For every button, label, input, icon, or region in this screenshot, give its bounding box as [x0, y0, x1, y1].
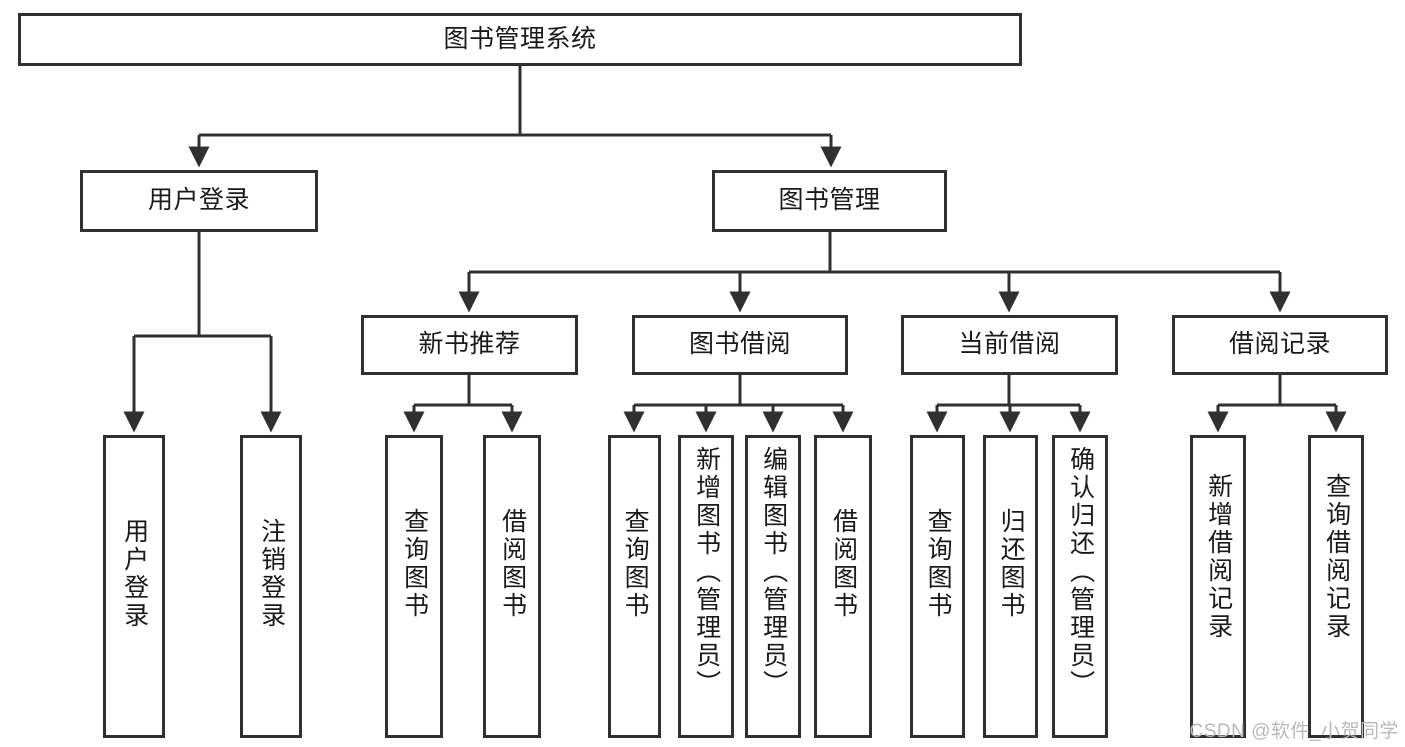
node-leaf-query-book-3-label: 查询图书	[924, 508, 953, 620]
node-leaf-return-book-label: 归还图书	[997, 508, 1026, 620]
csdn-watermark: CSDN @软件_小贺同学	[1189, 721, 1399, 742]
node-new-book-recommend[interactable]: 新书推荐	[361, 315, 578, 375]
node-leaf-query-borrow-record[interactable]: 查询借阅记录	[1308, 435, 1364, 738]
node-current-borrow-label: 当前借阅	[958, 330, 1061, 359]
node-current-borrow[interactable]: 当前借阅	[901, 315, 1118, 375]
node-leaf-query-book-3[interactable]: 查询图书	[910, 435, 965, 738]
node-leaf-query-book-1-label: 查询图书	[400, 508, 429, 620]
node-user-login-label: 用户登录	[147, 186, 250, 215]
node-book-borrow[interactable]: 图书借阅	[632, 315, 848, 375]
node-root-label: 图书管理系统	[443, 24, 597, 53]
node-leaf-borrow-book-1[interactable]: 借阅图书	[483, 435, 541, 738]
node-leaf-logout-login-label: 注销登录	[257, 518, 286, 630]
node-borrow-record[interactable]: 借阅记录	[1172, 315, 1388, 375]
node-leaf-add-borrow-record-label: 新增借阅记录	[1204, 473, 1233, 641]
node-leaf-confirm-return-admin-label: 确认归还（管理员）	[1066, 446, 1095, 698]
node-leaf-add-book-admin-label: 新增图书（管理员）	[692, 446, 721, 698]
node-leaf-user-login[interactable]: 用户登录	[103, 435, 165, 738]
node-root[interactable]: 图书管理系统	[18, 13, 1022, 66]
node-leaf-return-book[interactable]: 归还图书	[983, 435, 1038, 738]
node-leaf-query-borrow-record-label: 查询借阅记录	[1322, 473, 1351, 641]
node-leaf-borrow-book-1-label: 借阅图书	[498, 508, 527, 620]
node-user-login[interactable]: 用户登录	[80, 170, 318, 232]
node-leaf-borrow-book-2-label: 借阅图书	[829, 508, 858, 620]
node-leaf-query-book-1[interactable]: 查询图书	[385, 435, 443, 738]
node-book-borrow-label: 图书借阅	[688, 330, 791, 359]
node-leaf-query-book-2-label: 查询图书	[621, 508, 650, 620]
node-leaf-edit-book-admin-label: 编辑图书（管理员）	[759, 446, 788, 698]
node-leaf-query-book-2[interactable]: 查询图书	[608, 435, 661, 738]
node-leaf-logout-login[interactable]: 注销登录	[240, 435, 302, 738]
node-borrow-record-label: 借阅记录	[1228, 330, 1331, 359]
node-book-manage-label: 图书管理	[778, 186, 881, 215]
node-book-manage[interactable]: 图书管理	[712, 170, 947, 232]
node-leaf-user-login-label: 用户登录	[120, 518, 149, 630]
node-new-book-recommend-label: 新书推荐	[418, 330, 521, 359]
node-leaf-confirm-return-admin[interactable]: 确认归还（管理员）	[1052, 435, 1108, 738]
node-leaf-add-book-admin[interactable]: 新增图书（管理员）	[678, 435, 734, 738]
node-leaf-edit-book-admin[interactable]: 编辑图书（管理员）	[745, 435, 801, 738]
node-leaf-borrow-book-2[interactable]: 借阅图书	[814, 435, 872, 738]
node-leaf-add-borrow-record[interactable]: 新增借阅记录	[1190, 435, 1246, 738]
